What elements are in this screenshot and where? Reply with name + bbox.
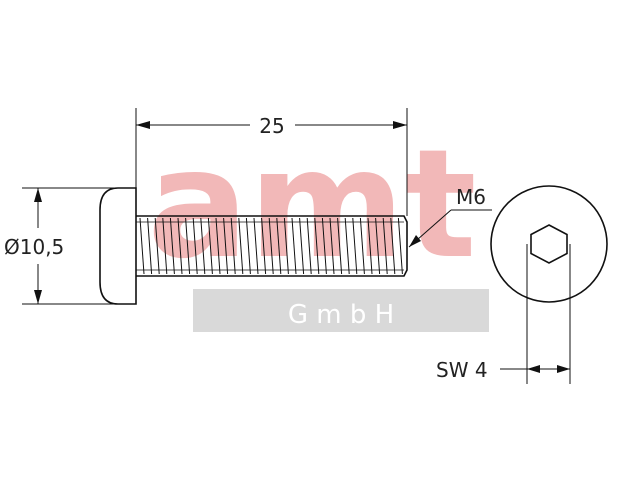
thread-line (397, 217, 403, 275)
thread-line (337, 217, 343, 275)
head-circle (490, 185, 608, 303)
thread-line (291, 217, 297, 275)
thread-line (390, 217, 396, 275)
sw-arrow-right (557, 365, 570, 373)
thread-line (367, 217, 373, 275)
thread-line (283, 217, 289, 275)
watermark: amt G m b H (147, 118, 489, 332)
thread-line (238, 217, 244, 275)
thread-line (276, 217, 282, 275)
hex-socket (530, 224, 568, 264)
thread-line (192, 217, 198, 275)
thread-line (299, 217, 305, 275)
thread-line (230, 217, 236, 275)
diameter-dimension: Ø10,5 (4, 187, 118, 305)
thread-line (321, 217, 327, 275)
thread-line (344, 217, 350, 275)
watermark-band (193, 289, 489, 332)
thread-line (314, 217, 320, 275)
thread-line (162, 217, 168, 275)
thread-line (253, 217, 259, 275)
arrowhead-right (393, 121, 407, 129)
thread-shank-outline (136, 215, 408, 277)
thread-line (245, 217, 251, 275)
length-label: 25 (259, 114, 284, 138)
screw-head-outline (99, 187, 137, 305)
thread-line (200, 217, 206, 275)
thread-line (268, 217, 274, 275)
sw-arrow-left (527, 365, 540, 373)
wrench-size-label: SW 4 (436, 358, 488, 382)
thread-line (154, 217, 160, 275)
thread-line (169, 217, 175, 275)
thread-line (352, 217, 358, 275)
thread-line (223, 217, 229, 275)
thread-callout: M6 (408, 185, 492, 248)
thread-line (207, 217, 213, 275)
thread-line (375, 217, 381, 275)
thread-label: M6 (456, 185, 486, 209)
thread-line (261, 217, 267, 275)
thread-lines (136, 217, 404, 275)
thread-line (306, 217, 312, 275)
thread-line (215, 217, 221, 275)
thread-line (185, 217, 191, 275)
thread-line (359, 217, 365, 275)
watermark-company-suffix: G m b H (288, 300, 394, 330)
arrowhead-left (136, 121, 150, 129)
diameter-label: Ø10,5 (4, 235, 64, 259)
screw-side-view (99, 187, 408, 305)
thread-leader-arrow (409, 235, 421, 247)
thread-line (177, 217, 183, 275)
diameter-arrow-bottom (34, 290, 42, 304)
diameter-arrow-top (34, 188, 42, 202)
watermark-brand-text: amt (147, 118, 476, 292)
thread-line (329, 217, 335, 275)
screw-top-view: SW 4 (436, 185, 608, 384)
thread-line (147, 217, 153, 275)
thread-line (139, 217, 145, 275)
length-dimension: 25 (135, 108, 408, 216)
thread-line (382, 217, 388, 275)
